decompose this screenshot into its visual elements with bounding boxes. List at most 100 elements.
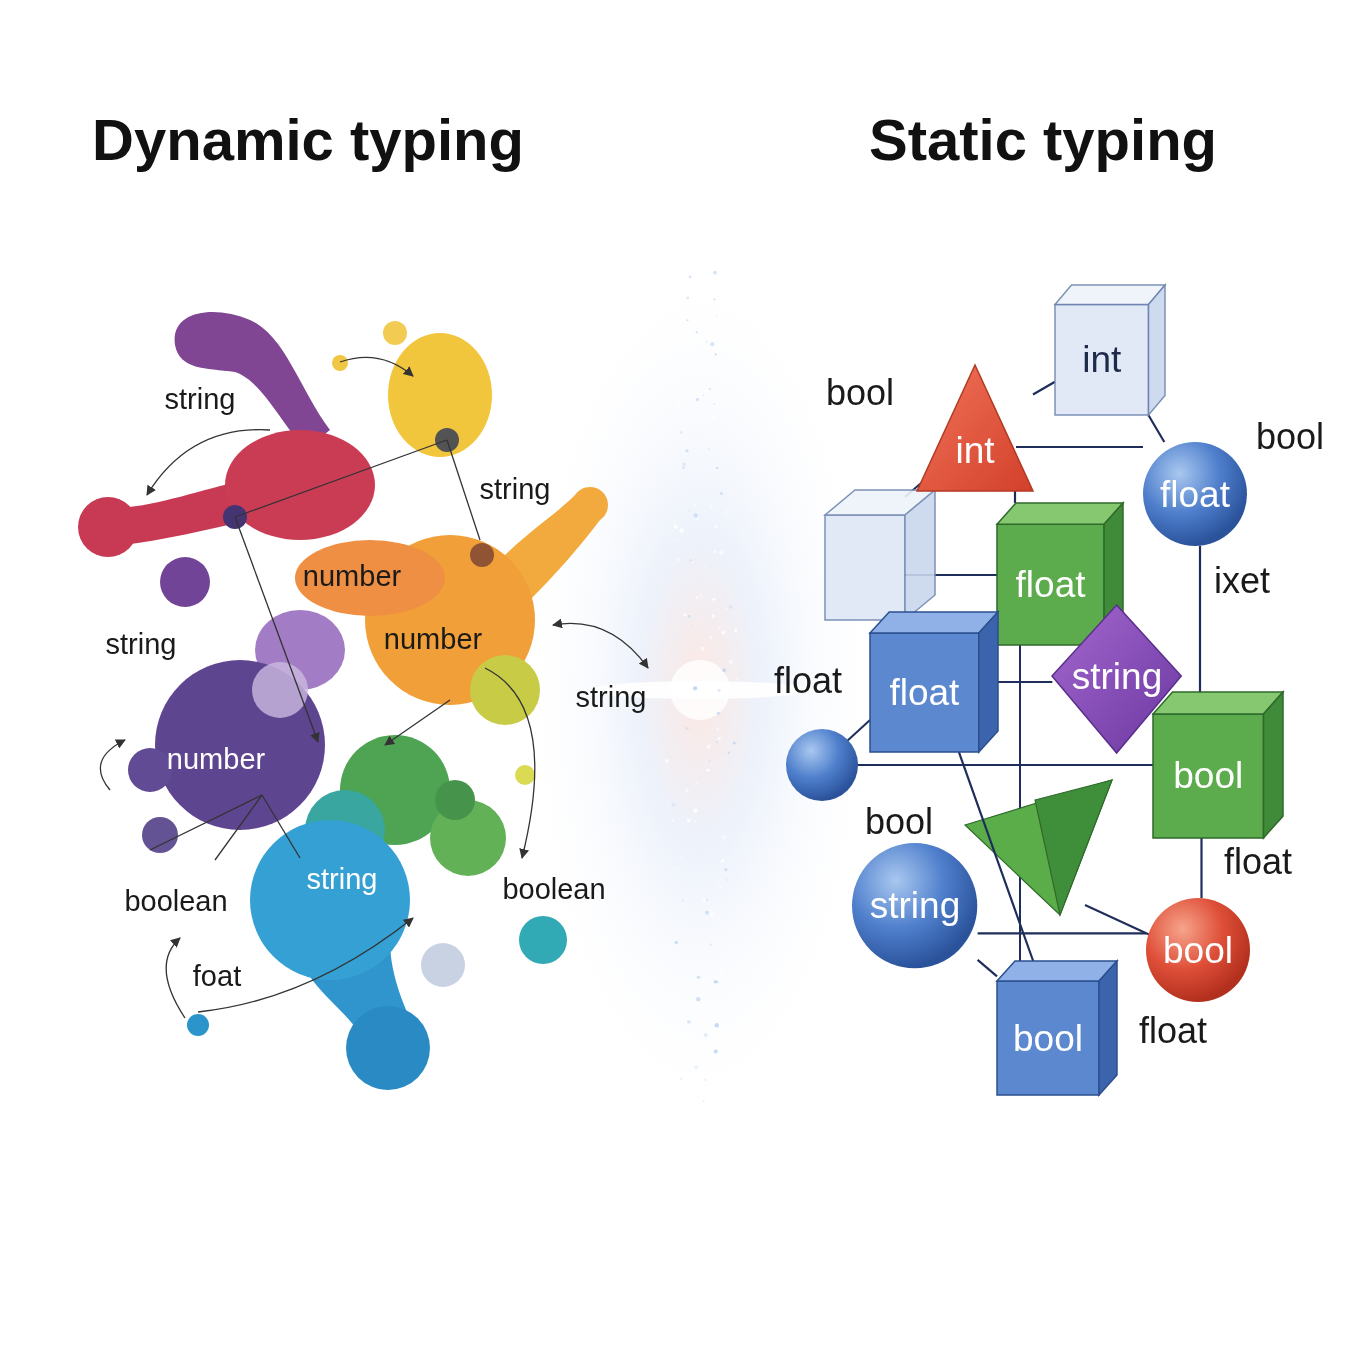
empty-cube: [825, 490, 935, 620]
flow-arrows-part: [215, 795, 262, 860]
dynamic-blobs-part: [383, 321, 407, 345]
sparkle-dots-part: [714, 980, 718, 984]
sparkle-dots-part: [702, 680, 706, 684]
cube-face: [1055, 305, 1149, 416]
sparkle-dots-part: [707, 1114, 710, 1117]
dynamic-blobs-part: [421, 943, 465, 987]
dynamic-blobs-part: [155, 660, 325, 830]
sparkle-dots-part: [702, 979, 705, 982]
sparkle-dots-part: [707, 1065, 711, 1069]
sparkle-dots-part: [698, 1029, 701, 1032]
sparkle-dots-part: [709, 505, 712, 508]
cube-face: [1099, 961, 1117, 1095]
sparkle-dots-part: [677, 367, 679, 369]
dynamic-blobs-part: [252, 662, 308, 718]
dynamic-blobs-part: [187, 1014, 209, 1036]
sparkle-dots-part: [718, 627, 720, 629]
sparkle-dots-part: [714, 497, 715, 498]
sparkle-dots-part: [699, 359, 700, 360]
sparkle-dots-part: [686, 250, 689, 253]
sparkle-dots-part: [679, 528, 683, 532]
type-name: bool: [1013, 1020, 1083, 1057]
sparkle-dots-part: [715, 1023, 719, 1027]
sparkle-dots-part: [693, 809, 697, 813]
sparkle-dots-part: [694, 820, 697, 823]
type-label: bool: [865, 801, 933, 842]
sparkle-dots-part: [693, 815, 694, 816]
type-label: string: [307, 863, 378, 896]
connector: [978, 932, 1146, 934]
sparkle-dots-part: [685, 449, 688, 452]
type-pyramid-outline: [917, 365, 1033, 491]
small-sphere-part: [786, 729, 858, 801]
sparkle-dots-part: [693, 504, 695, 506]
sparkle-dots-part: [687, 1020, 691, 1024]
type-cube: int: [1055, 285, 1165, 415]
type-pyramid: int: [917, 365, 1033, 491]
empty-cube-part: [905, 490, 935, 620]
sparkle-dots-part: [714, 936, 717, 939]
type-label: boolean: [124, 885, 227, 918]
type-label: string: [165, 383, 236, 416]
type-label: foat: [193, 960, 241, 993]
sphere-face: [1143, 442, 1247, 546]
dynamic-blobs-part: [470, 655, 540, 725]
sparkle-dots-part: [702, 898, 705, 901]
flow-arrows-part: [147, 430, 270, 495]
cube-face: [1264, 692, 1284, 838]
sparkle-dots-part: [705, 297, 708, 300]
sparkle-dots-part: [720, 976, 722, 978]
sparkle-dots-part: [709, 388, 711, 390]
sparkle-dots-part: [716, 314, 718, 316]
grid-lines-part: [1016, 446, 1143, 448]
sparkle-dots-part: [733, 742, 736, 745]
sparkle-dots-part: [711, 288, 715, 292]
dynamic-blobs-part: [572, 487, 608, 523]
type-sphere: float: [1143, 442, 1247, 546]
connector: [1200, 838, 1202, 898]
cube-face: [1153, 692, 1283, 714]
sparkle-dots-part: [707, 1057, 709, 1059]
sparkle-dots-part: [699, 279, 701, 281]
sphere-face: [852, 843, 977, 968]
type-label: number: [167, 743, 265, 776]
sparkle-dots-part: [697, 976, 701, 980]
sparkle-dots-part: [688, 1120, 691, 1123]
pyramid-face: [917, 365, 1033, 491]
type-name: bool: [1163, 932, 1233, 969]
cube-face: [979, 612, 998, 752]
flow-arrows-part: [235, 440, 447, 517]
type-name: float: [1016, 566, 1086, 603]
sparkle-dots-part: [709, 713, 712, 716]
sparkle-dots-part: [675, 867, 679, 871]
type-name: string: [870, 887, 960, 924]
sparkle-dots-part: [676, 404, 680, 408]
sparkle-dots-part: [694, 532, 695, 533]
cube-face: [997, 961, 1117, 981]
sparkle-dots-part: [726, 879, 728, 881]
sparkle-dots-part: [681, 1005, 683, 1007]
sparkle-dots-part: [724, 868, 727, 871]
sparkle-dots-part: [693, 417, 696, 420]
sparkle-dots-part: [702, 262, 706, 266]
dynamic-blobs-part: [515, 765, 535, 785]
sparkle-dots-part: [688, 615, 691, 618]
sparkle-dots-part: [678, 1006, 680, 1008]
dynamic-blobs-part: [160, 557, 210, 607]
sparkle-dots-part: [687, 819, 691, 823]
connector: [1199, 546, 1201, 692]
shape-text-area: float: [870, 633, 979, 752]
sparkle-dots-part: [713, 271, 717, 275]
sparkle-dots-part: [694, 1065, 698, 1069]
dynamic-blobs-part: [78, 497, 138, 557]
sparkle-dots-part: [680, 1078, 682, 1080]
sparkle-dots-part: [718, 885, 722, 889]
sparkle-dots-part: [710, 912, 714, 916]
sparkle-dots-part: [689, 275, 692, 278]
sparkle-dots-part: [710, 909, 713, 912]
dynamic-blobs-part: [388, 333, 492, 457]
sparkle-dots-part: [665, 759, 669, 763]
sparkle-dots-part: [717, 712, 720, 715]
dynamic-blobs-part: [225, 430, 375, 540]
